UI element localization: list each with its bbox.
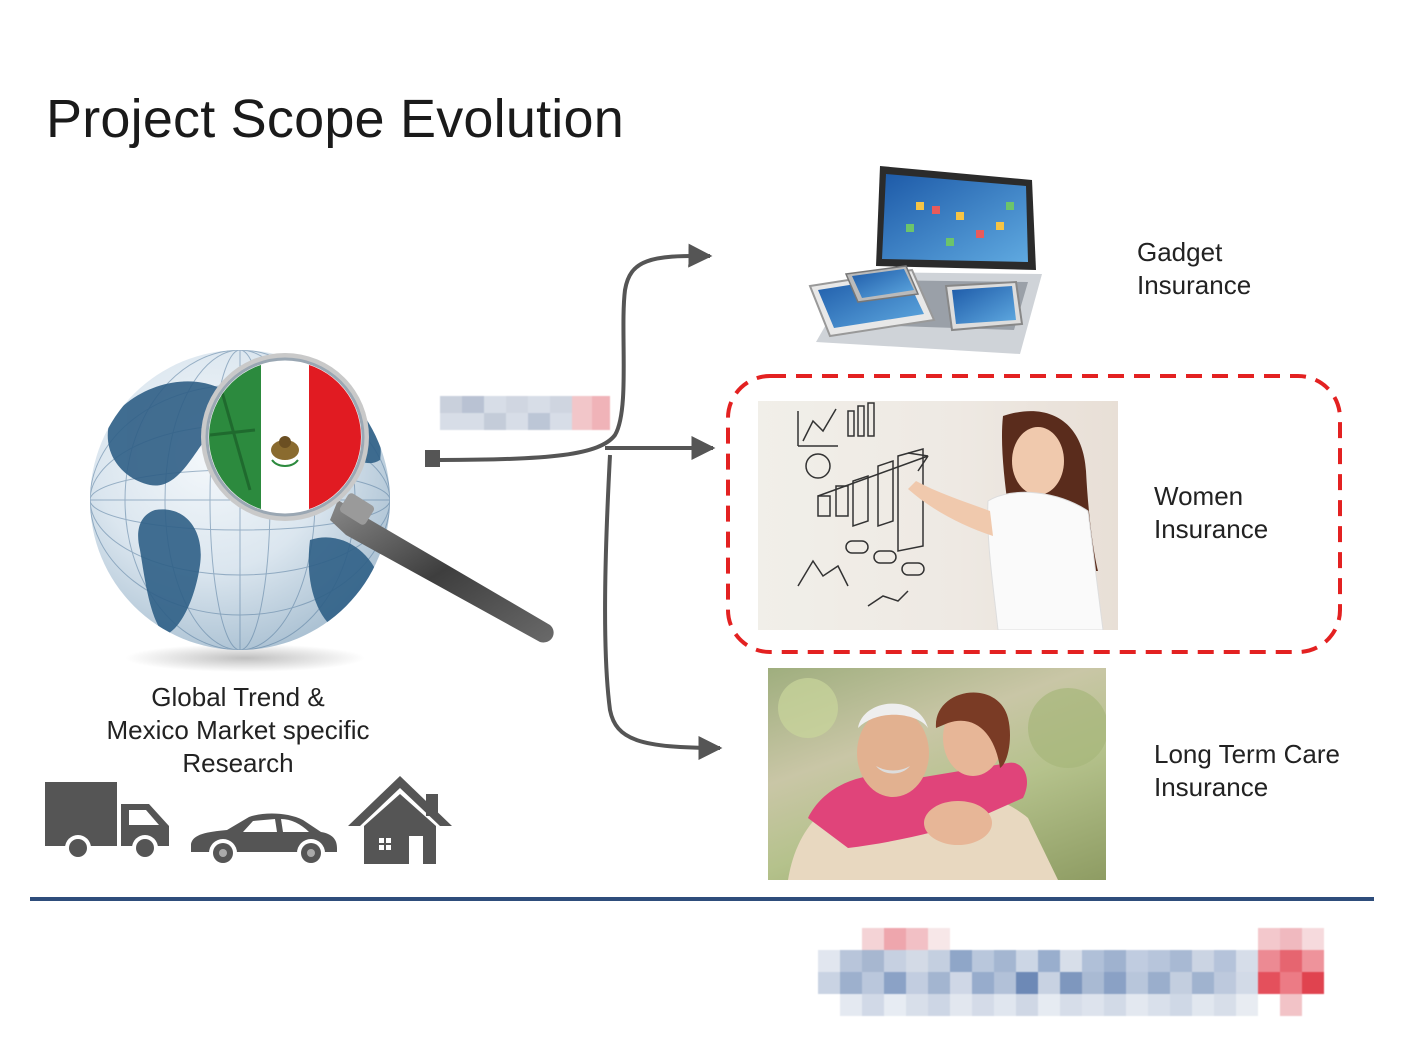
redacted-label	[440, 396, 610, 430]
women-line-1: Women	[1154, 481, 1244, 511]
house-icon	[348, 776, 452, 864]
long-term-care-insurance-label: Long Term Care Insurance	[1154, 738, 1340, 804]
globe-magnifier-icon	[90, 350, 554, 672]
women-insurance-label: Women Insurance	[1154, 480, 1268, 546]
woman-drawing-charts-image	[758, 401, 1118, 630]
selected-option-highlight	[726, 374, 1342, 654]
page-title: Project Scope Evolution	[46, 89, 624, 149]
ltc-line-2: Insurance	[1154, 772, 1269, 802]
elderly-couple-image	[768, 668, 1106, 880]
redacted-footer-logo	[818, 928, 1324, 1016]
gadget-line-1: Gadget	[1137, 237, 1223, 267]
devices-image	[808, 166, 1042, 354]
car-icon	[191, 813, 337, 867]
ltc-line-1: Long Term Care	[1154, 739, 1340, 769]
truck-icon	[45, 782, 169, 861]
research-line-2: Mexico Market specific	[106, 715, 370, 745]
gadget-line-2: Insurance	[1137, 270, 1252, 300]
branch-arrows	[425, 243, 723, 760]
research-line-1: Global Trend &	[151, 682, 325, 712]
research-label: Global Trend & Mexico Market specific Re…	[60, 681, 416, 780]
women-line-2: Insurance	[1154, 514, 1269, 544]
gadget-insurance-label: Gadget Insurance	[1137, 236, 1251, 302]
footer-divider	[30, 897, 1374, 901]
research-line-3: Research	[182, 748, 294, 778]
